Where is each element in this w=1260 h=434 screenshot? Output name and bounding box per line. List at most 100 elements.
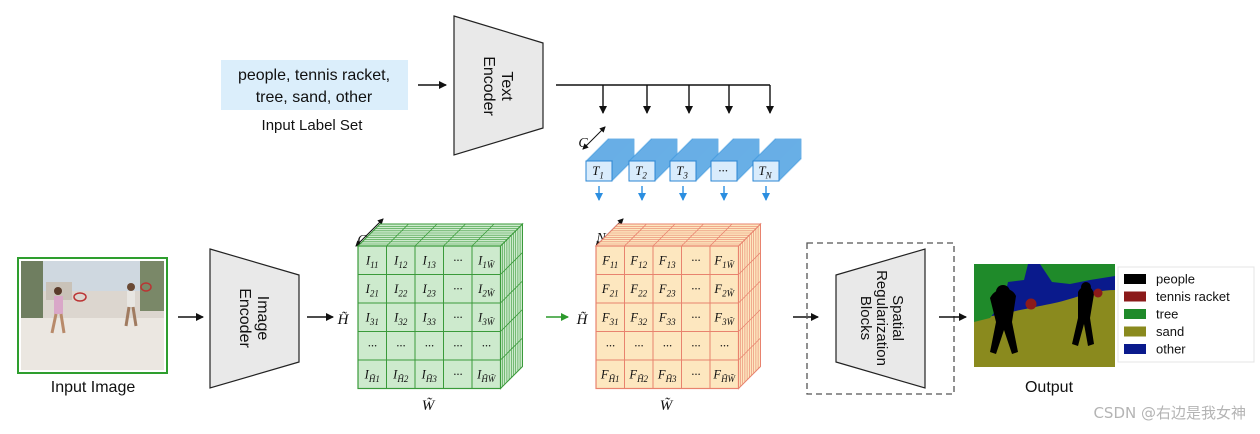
image-grid-cell-label: ···: [453, 367, 462, 381]
image-grid-cell-label: I2W̃: [477, 282, 496, 299]
image-channel-label: C: [357, 233, 367, 248]
regularization-line3: Blocks: [857, 296, 874, 340]
image-grid-cell-label: I1W̃: [477, 253, 496, 270]
image-grid-top-face: [356, 223, 524, 247]
image-grid-cell-label: ···: [453, 253, 462, 267]
regularization-shape: [835, 248, 926, 389]
image-grid-cell-label: IH̃3: [421, 367, 438, 384]
feature-grid-cell-label: F2W̃: [713, 282, 735, 299]
text-token-label: T3: [676, 163, 688, 181]
image-grid-cell-label: IH̃2: [392, 367, 409, 384]
text-encoder: Text Encoder: [453, 15, 544, 156]
input-image-caption: Input Image: [51, 379, 136, 396]
label-set-caption: Input Label Set: [262, 117, 364, 134]
feature-grid-cell-label: F23: [658, 282, 676, 299]
text-embedding-bus: [556, 84, 774, 114]
image-height-label: H̃: [337, 312, 350, 328]
output-caption: Output: [1025, 379, 1074, 396]
text-encoder-line1: Text: [498, 71, 515, 101]
image-grid-cell-label: I13: [422, 253, 437, 270]
image-grid-front-face: I11 I12 I13 ··· I1W̃ I21 I22 I23 ··· I2W̃ I31 I32 I3…: [357, 245, 502, 390]
image-grid-cell-label: ···: [396, 339, 405, 353]
legend-item: sand: [1124, 324, 1184, 339]
image-grid-cell-label: ···: [482, 339, 491, 353]
regularization-line1: Spatial: [889, 295, 906, 341]
legend-swatch: [1124, 344, 1146, 354]
label-set-box: [221, 60, 408, 110]
legend-label: people: [1156, 272, 1195, 287]
feature-grid-top-face: [594, 223, 762, 247]
legend-item: people: [1124, 272, 1195, 287]
feature-grid-cell-label: F32: [629, 310, 647, 327]
text-token-label: T1: [592, 163, 604, 181]
feature-height-label: H̃: [576, 312, 589, 328]
image-grid-cell-label: I33: [422, 310, 437, 327]
image-grid-side-face: [500, 222, 523, 390]
image-grid-cell-label: ···: [425, 339, 434, 353]
image-width-label: W̃: [422, 398, 436, 414]
feature-grid-cell-label: ···: [691, 253, 700, 267]
text-token-5: TN: [752, 138, 802, 182]
legend-item: other: [1124, 342, 1186, 357]
label-set-line1: people, tennis racket,: [238, 67, 390, 84]
token-channel-label: C: [578, 136, 588, 151]
feature-grid-cell-label: ···: [691, 367, 700, 381]
image-encoder: Image Encoder: [209, 248, 300, 389]
feature-grid-cell-label: F11: [601, 253, 618, 270]
legend-label: tennis racket: [1156, 289, 1230, 304]
text-encoder-line2: Encoder: [480, 56, 497, 116]
token-channel-dim: C: [578, 126, 606, 151]
text-token-row: T1 T2 T3 ··· TN: [585, 138, 802, 182]
image-grid-cell-label: I12: [393, 253, 408, 270]
legend-label: tree: [1156, 307, 1178, 322]
image-grid-cell-label: I32: [393, 310, 408, 327]
feature-grid-side-face: [738, 222, 761, 390]
text-token-label: ···: [718, 163, 728, 178]
feature-grid-cell-label: ···: [691, 310, 700, 324]
legend-swatch: [1124, 309, 1146, 319]
spatial-regularization-blocks: Spatial Regularization Blocks: [806, 242, 955, 395]
legend: people tennis racket tree sand other: [1117, 266, 1255, 363]
text-token-3: T3: [669, 138, 719, 182]
image-grid-cell-label: ···: [453, 339, 462, 353]
image-grid-cell-label: ···: [453, 310, 462, 324]
image-channel-dim: C: [355, 218, 384, 248]
feature-grid-cell-label: FH̃2: [628, 367, 648, 384]
token-to-feature-arrows: [595, 186, 770, 201]
image-grid-cell-label: I23: [422, 282, 437, 299]
feature-grid-cell: FH̃W̃: [709, 359, 739, 389]
text-token-1: T1: [585, 138, 635, 182]
legend-label: other: [1156, 342, 1186, 357]
text-token-label: T2: [635, 163, 647, 181]
feature-grid-cell-label: F33: [658, 310, 676, 327]
feature-grid-cell-label: F21: [601, 282, 619, 299]
text-encoder-shape: [453, 15, 544, 156]
image-encoder-shape: [209, 248, 300, 389]
image-encoder-line1: Image: [254, 296, 271, 341]
feature-grid-cell-label: ···: [634, 339, 643, 353]
feature-width-label: W̃: [660, 398, 674, 414]
feature-grid-cell-label: F1W̃: [713, 253, 735, 270]
image-grid-cell-label: I11: [365, 253, 379, 270]
legend-label: sand: [1156, 324, 1184, 339]
image-grid-cell-label: I22: [393, 282, 408, 299]
legend-swatch: [1124, 291, 1146, 302]
image-grid-cell-label: ···: [453, 282, 462, 296]
input-label-set: people, tennis racket, tree, sand, other…: [221, 60, 408, 134]
image-grid-cell-label: I31: [365, 310, 379, 327]
feature-grid-cell-label: FH̃1: [600, 367, 620, 384]
label-set-line2: tree, sand, other: [256, 89, 373, 106]
input-image: Input Image: [17, 257, 168, 396]
feature-grid-cell-label: ···: [720, 339, 729, 353]
legend-item: tennis racket: [1124, 289, 1230, 304]
image-grid-cell: IH̃W̃: [471, 359, 501, 389]
feature-grid-cell-label: ···: [663, 339, 672, 353]
feature-grid-cell-label: F12: [629, 253, 647, 270]
text-token-label: TN: [758, 163, 772, 181]
image-grid-cell-label: I21: [365, 282, 379, 299]
feature-grid-cell-label: ···: [606, 339, 615, 353]
feature-grid-cell-label: F22: [629, 282, 647, 299]
